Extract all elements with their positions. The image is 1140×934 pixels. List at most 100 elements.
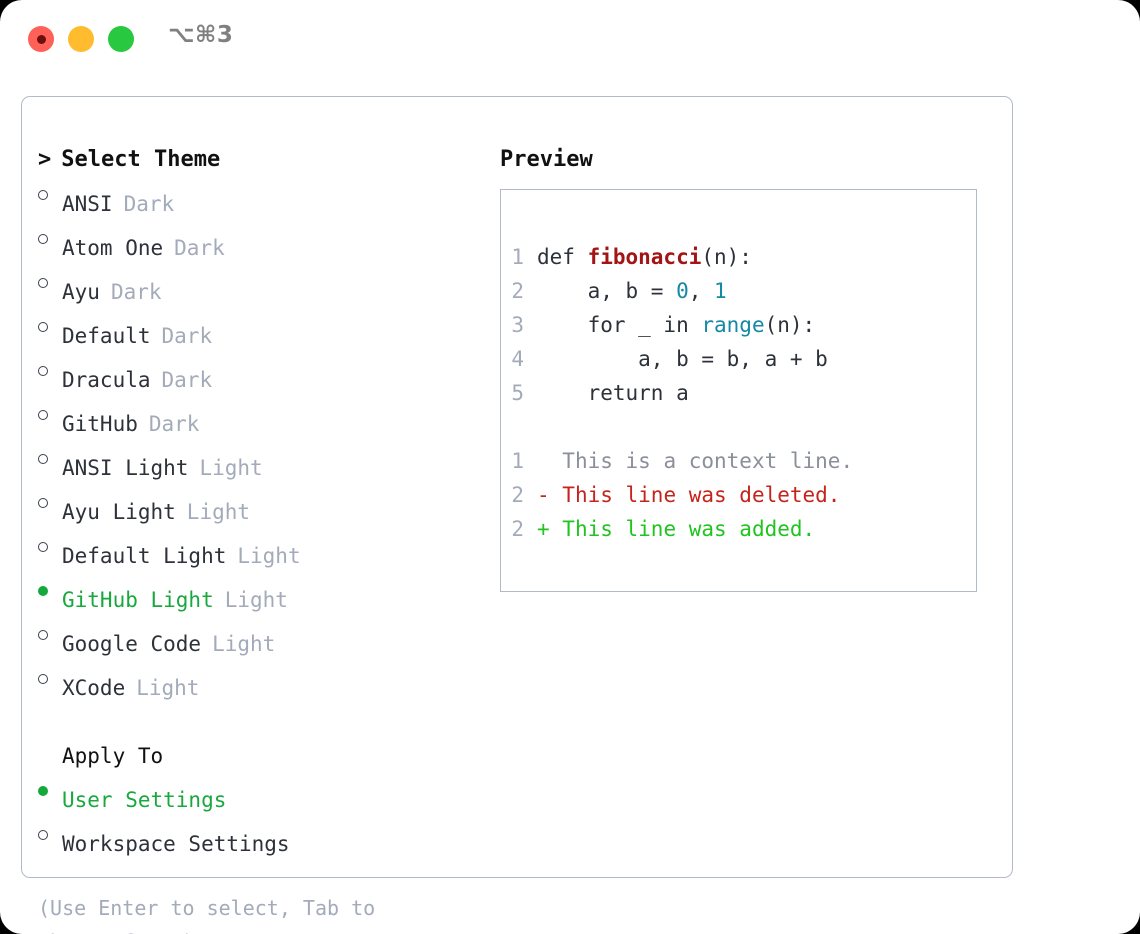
- theme-option-tag: Light: [136, 676, 200, 700]
- maximize-button[interactable]: [108, 26, 134, 52]
- theme-option-tag: Dark: [148, 412, 200, 436]
- code-token: (n):: [764, 313, 816, 337]
- theme-option-github-dark[interactable]: GitHub Dark: [38, 397, 488, 441]
- theme-option-label: Google Code: [62, 632, 202, 656]
- theme-option-tag: Light: [199, 456, 263, 480]
- radio-icon[interactable]: [38, 353, 62, 387]
- theme-option-label: ANSI: [62, 192, 113, 216]
- theme-option-label: XCode: [62, 676, 126, 700]
- minimize-button[interactable]: [68, 26, 94, 52]
- line-number: 1: [511, 245, 524, 269]
- code-line: 4 a, b = b, a + b: [501, 342, 976, 376]
- apply-to-option-workspace-settings[interactable]: Workspace Settings: [38, 817, 488, 861]
- radio-icon[interactable]: [38, 485, 62, 519]
- theme-option-tag: Light: [186, 500, 251, 524]
- code-content: return a: [537, 376, 689, 410]
- radio-icon[interactable]: [38, 309, 62, 343]
- theme-option-label: Default Light: [62, 544, 227, 568]
- radio-icon[interactable]: [38, 617, 62, 651]
- theme-option-google-code[interactable]: Google Code Light: [38, 617, 488, 661]
- theme-option-tag: Dark: [174, 236, 225, 260]
- radio-icon[interactable]: [38, 441, 62, 475]
- radio-icon[interactable]: [38, 221, 62, 255]
- diff-line-deleted: 2 - This line was deleted.: [501, 478, 976, 512]
- preview-column: Preview 1 def fibonacci(n): 2 a, b = 0, …: [500, 143, 990, 592]
- code-line: 5 return a: [501, 376, 976, 410]
- select-theme-heading: > Select Theme: [38, 143, 488, 177]
- diff-content: This line was added.: [549, 517, 816, 541]
- code-token: 0: [676, 279, 689, 303]
- theme-option-label: Default: [62, 324, 151, 348]
- code-token: return a: [537, 381, 689, 405]
- radio-icon[interactable]: [38, 265, 62, 299]
- theme-picker-column: > Select Theme ANSI Dark Atom One Dark Ay…: [38, 143, 488, 934]
- caret-icon: >: [38, 147, 52, 172]
- line-number: 1: [511, 449, 524, 473]
- theme-option-ansi-light[interactable]: ANSI Light Light: [38, 441, 488, 485]
- code-content: a, b = b, a + b: [537, 342, 828, 376]
- code-token: 1: [714, 279, 727, 303]
- keyboard-shortcut-label: ⌥⌘3: [168, 22, 234, 48]
- apply-to-heading: Apply To: [62, 744, 164, 768]
- apply-to-option-label: Workspace Settings: [62, 832, 290, 856]
- theme-option-label: Ayu: [62, 280, 100, 304]
- theme-option-atom-one-dark[interactable]: Atom One Dark: [38, 221, 488, 265]
- diff-line-added: 2 + This line was added.: [501, 512, 976, 546]
- theme-option-default-dark[interactable]: Default Dark: [38, 309, 488, 353]
- theme-option-default-light[interactable]: Default Light Light: [38, 529, 488, 573]
- line-number: 4: [511, 347, 524, 371]
- radio-icon[interactable]: [38, 397, 62, 431]
- diff-marker: -: [537, 483, 550, 507]
- code-token: def: [537, 245, 588, 269]
- theme-option-tag: Dark: [161, 324, 213, 348]
- code-token: a, b =: [537, 279, 677, 303]
- close-button[interactable]: [28, 26, 54, 52]
- theme-option-label: GitHub: [62, 412, 138, 436]
- radio-icon[interactable]: [38, 529, 62, 563]
- radio-icon[interactable]: [38, 177, 62, 211]
- radio-icon-selected[interactable]: [38, 773, 62, 807]
- code-token: fibonacci: [587, 245, 702, 269]
- code-line: 2 a, b = 0, 1: [501, 274, 976, 308]
- diff-line-context: 1 This is a context line.: [501, 444, 976, 478]
- line-number: 2: [511, 517, 524, 541]
- keyboard-hint-text: (Use Enter to select, Tab to change focu…: [38, 896, 376, 934]
- diff-marker: [537, 444, 550, 478]
- theme-option-ayu-dark[interactable]: Ayu Dark: [38, 265, 488, 309]
- theme-option-label: Dracula: [62, 368, 151, 392]
- section-spacer: [38, 705, 488, 739]
- theme-option-dracula-dark[interactable]: Dracula Dark: [38, 353, 488, 397]
- theme-option-label: ANSI Light: [62, 456, 189, 480]
- preview-box: 1 def fibonacci(n): 2 a, b = 0, 1 3 for …: [500, 189, 977, 592]
- theme-option-tag: Light: [237, 544, 301, 568]
- preview-spacer: [501, 410, 976, 444]
- diff-marker: +: [537, 517, 550, 541]
- content-panel: > Select Theme ANSI Dark Atom One Dark Ay…: [21, 96, 1013, 934]
- theme-option-label: GitHub Light: [62, 588, 214, 612]
- code-token: range: [701, 313, 765, 337]
- code-token: for _ in: [537, 313, 702, 337]
- select-theme-heading-label: Select Theme: [61, 147, 221, 172]
- theme-option-tag: Light: [224, 588, 288, 612]
- radio-icon[interactable]: [38, 661, 62, 695]
- apply-to-option-user-settings[interactable]: User Settings: [38, 773, 488, 817]
- title-bar: ⌥⌘3: [0, 0, 1140, 78]
- code-line: 1 def fibonacci(n):: [501, 240, 976, 274]
- theme-option-github-light[interactable]: GitHub Light Light: [38, 573, 488, 617]
- theme-option-tag: Dark: [161, 368, 213, 392]
- code-content: a, b = 0, 1: [537, 274, 727, 308]
- code-content: def fibonacci(n):: [537, 240, 752, 274]
- code-line: 3 for _ in range(n):: [501, 308, 976, 342]
- theme-option-ansi-dark[interactable]: ANSI Dark: [38, 177, 488, 221]
- line-number: 2: [511, 483, 524, 507]
- code-token: a, b = b, a + b: [537, 347, 828, 371]
- theme-option-tag: Light: [212, 632, 276, 656]
- line-number: 2: [511, 279, 524, 303]
- radio-icon-selected[interactable]: [38, 573, 62, 607]
- theme-option-ayu-light[interactable]: Ayu Light Light: [38, 485, 488, 529]
- apply-to-option-label: User Settings: [62, 788, 227, 812]
- code-token: (n):: [701, 245, 752, 269]
- theme-option-xcode[interactable]: XCode Light: [38, 661, 488, 705]
- radio-icon[interactable]: [38, 817, 62, 851]
